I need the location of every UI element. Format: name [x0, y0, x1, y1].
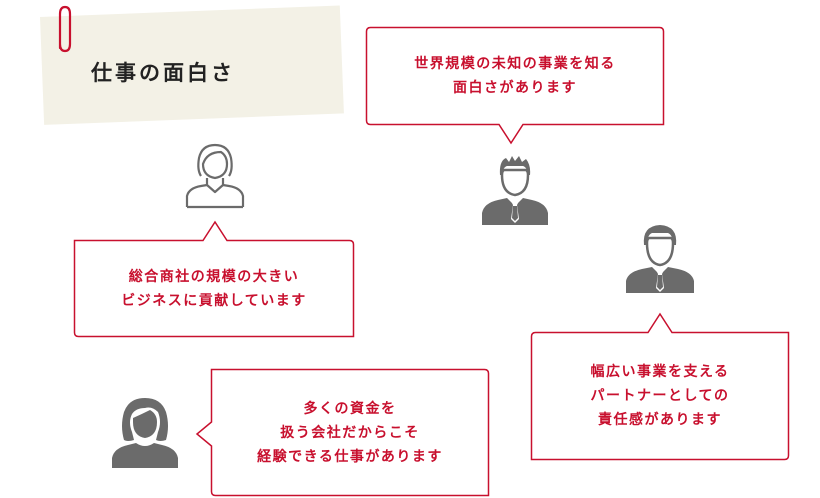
page-title: 仕事の面白さ	[91, 61, 235, 85]
bubble-3-line-1: 幅広い事業を支える	[590, 364, 730, 380]
man-tie-icon	[482, 156, 548, 225]
bubble-1-line-1: 世界規模の未知の事業を知る	[414, 56, 616, 72]
bubble-4-line-3: 経験できる仕事があります	[257, 448, 443, 465]
bubble-2-line-2: ビジネスに貢献しています	[121, 292, 307, 309]
bubble-frame	[365, 26, 665, 145]
bubble-4-line-2: 扱う会社だからこそ	[280, 424, 420, 441]
paperclip-icon	[58, 5, 72, 53]
woman-outline-icon	[185, 143, 245, 209]
bubble-2-line-1: 総合商社の規模の大きい	[128, 268, 300, 285]
bubble-3-line-2: パートナーとしての	[590, 388, 730, 404]
comment-bubble-1: 世界規模の未知の事業を知る 面白さがあります	[365, 26, 665, 145]
comment-bubble-3: 幅広い事業を支える パートナーとしての 責任感があります	[530, 312, 790, 461]
man-tie-icon	[626, 225, 694, 293]
comment-bubble-4: 多くの資金を 扱う会社だからこそ 経験できる仕事があります	[195, 368, 490, 497]
bubble-frame	[195, 368, 490, 497]
bubble-4-line-1: 多くの資金を	[303, 400, 397, 417]
bubble-frame	[530, 312, 790, 461]
bubble-3-line-3: 責任感があります	[598, 412, 722, 428]
comment-bubble-2: 総合商社の規模の大きい ビジネスに貢献しています	[73, 220, 355, 338]
bubble-frame	[73, 220, 355, 338]
bubble-1-line-2: 面白さがあります	[453, 80, 577, 96]
woman-filled-icon	[112, 398, 178, 468]
